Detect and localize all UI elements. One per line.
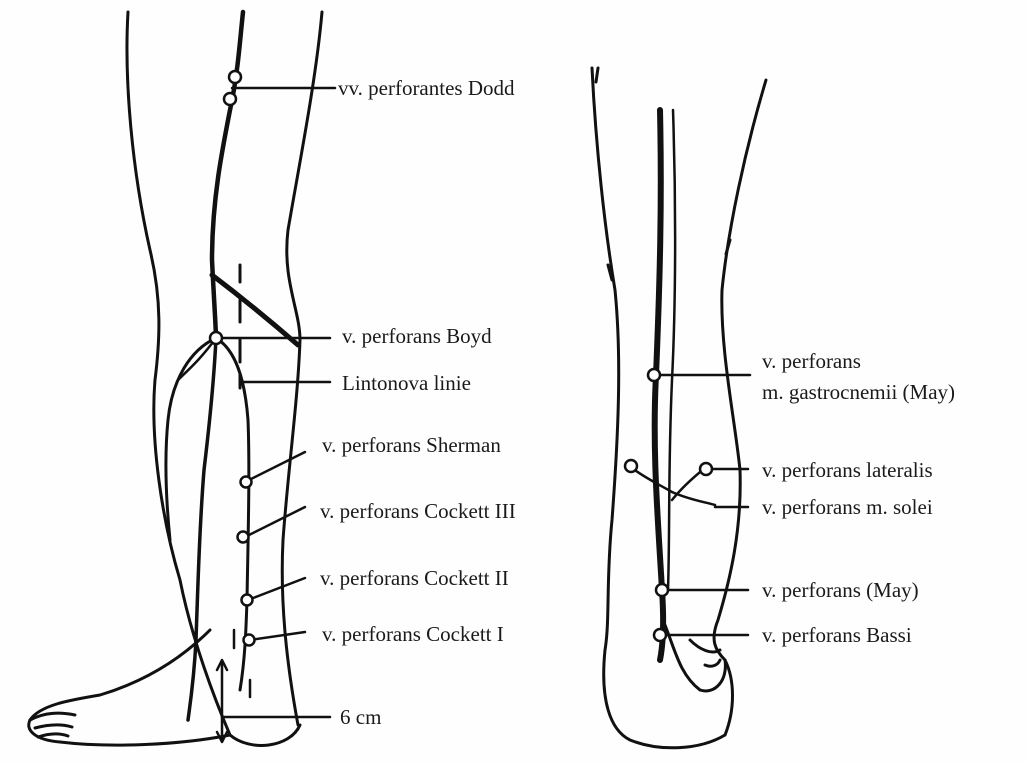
label-cockett-3: v. perforans Cockett III xyxy=(320,499,516,523)
label-dodd: vv. perforantes Dodd xyxy=(338,76,515,100)
label-cockett-2: v. perforans Cockett II xyxy=(320,566,509,590)
label-bassi: v. perforans Bassi xyxy=(762,623,912,647)
label-six-cm: 6 cm xyxy=(340,705,381,729)
label-may: v. perforans (May) xyxy=(762,578,919,602)
label-sherman: v. perforans Sherman xyxy=(322,433,501,457)
left-leader-lines xyxy=(216,88,335,717)
right-leg-outline xyxy=(592,68,766,748)
label-solei: v. perforans m. solei xyxy=(762,495,933,519)
label-cockett-1: v. perforans Cockett I xyxy=(322,622,504,646)
label-linton: Lintonova linie xyxy=(342,371,471,395)
left-labels: vv. perforantes Dodd v. perforans Boyd L… xyxy=(320,76,516,729)
label-lateralis: v. perforans lateralis xyxy=(762,458,933,482)
label-gastro-line1: v. perforans xyxy=(762,349,861,373)
left-leg-veins xyxy=(166,12,298,720)
right-leg-veins xyxy=(632,110,715,660)
label-gastro-line2: m. gastrocnemii (May) xyxy=(762,380,955,404)
label-boyd: v. perforans Boyd xyxy=(342,324,492,348)
right-labels: v. perforans m. gastrocnemii (May) v. pe… xyxy=(762,349,955,647)
